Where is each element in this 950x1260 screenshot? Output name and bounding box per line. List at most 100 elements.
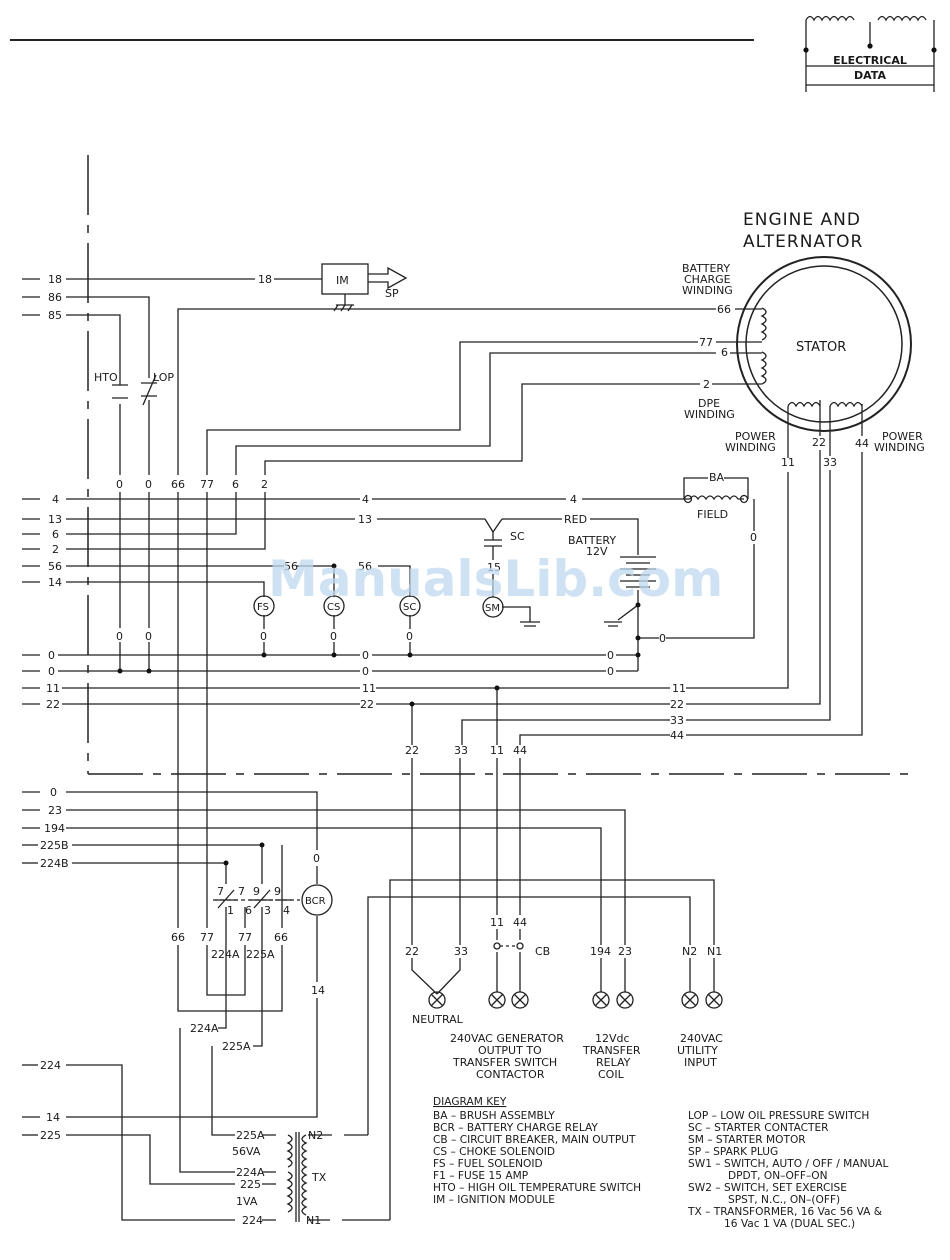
- sp-label: SP: [385, 287, 399, 300]
- wire-number: 11: [781, 456, 795, 469]
- wire-number: 0: [313, 852, 320, 865]
- key-right-item: SW2 – SWITCH, SET EXERCISE: [688, 1182, 847, 1194]
- dpe-winding-label-2: WINDING: [684, 408, 735, 421]
- badge-line1: ELECTRICAL: [833, 54, 907, 67]
- terminal-label: 0: [48, 649, 55, 662]
- terminal-label: 224: [40, 1059, 61, 1072]
- key-right-item: SM – STARTER MOTOR: [688, 1134, 806, 1146]
- wire-number: 0: [607, 665, 614, 678]
- wire-number: 56: [284, 560, 298, 573]
- watermark: ManualsLib.com: [268, 550, 723, 608]
- utility-input-3: INPUT: [684, 1056, 717, 1069]
- wire-number: 0: [145, 630, 152, 643]
- left-terminal-labels: 18 86 85 4 13 6 2 56 14 0 0 11 22 0 23 1…: [22, 273, 69, 1142]
- stator-outer: [736, 256, 912, 432]
- field-label: FIELD: [697, 508, 728, 521]
- terminal-label: 22: [46, 698, 60, 711]
- engine-title-line1: ENGINE AND: [743, 210, 861, 230]
- wire-number: 225A: [246, 948, 275, 961]
- utility-terminal-1: [681, 991, 699, 1009]
- terminal-label: 86: [48, 291, 62, 304]
- wire-number: 6: [245, 904, 252, 917]
- wire-number: N1: [306, 1214, 321, 1227]
- tx-label: TX: [311, 1171, 327, 1184]
- wire-number: 2: [703, 378, 710, 391]
- battery-charge-winding-label-3: WINDING: [682, 284, 733, 297]
- neutral-label: NEUTRAL: [412, 1013, 464, 1026]
- wire-number: 0: [750, 531, 757, 544]
- wire-number: 9: [274, 885, 281, 898]
- gen-output-3: TRANSFER SWITCH: [452, 1056, 557, 1069]
- terminal-label: 0: [50, 786, 57, 799]
- diagram-key-title: DIAGRAM KEY: [433, 1096, 507, 1108]
- wire-number: 224: [242, 1214, 263, 1227]
- utility-terminal-2: [705, 991, 723, 1009]
- wire-number: 33: [670, 714, 684, 727]
- transformer: TX 56VA 1VA: [232, 1132, 327, 1222]
- key-left-item: FS – FUEL SOLENOID: [433, 1158, 543, 1170]
- wire-number: 0: [607, 649, 614, 662]
- wire-number: 4: [283, 904, 290, 917]
- dpe-winding-label-1: DPE: [698, 397, 720, 410]
- power-winding-right-label-2: WINDING: [874, 441, 925, 454]
- brush-right: [739, 494, 749, 504]
- stator-inner: [745, 265, 903, 423]
- wire-number: 0: [406, 630, 413, 643]
- electrical-data-badge: ELECTRICAL DATA: [803, 15, 937, 92]
- wire-number: 66: [274, 931, 288, 944]
- wire-number: 44: [513, 744, 527, 757]
- relay-terminal-1: [592, 991, 610, 1009]
- fs-label: FS: [257, 602, 269, 613]
- sc-coil-label: SC: [403, 602, 416, 613]
- wire-number: 0: [145, 478, 152, 491]
- starter-contactor-coil: SC: [399, 595, 421, 617]
- terminal-label: 6: [52, 528, 59, 541]
- wire-number: 225A: [236, 1129, 265, 1142]
- wire-number: 77: [200, 931, 214, 944]
- va56-label: 56VA: [232, 1145, 261, 1158]
- key-right-item: SC – STARTER CONTACTER: [688, 1122, 829, 1134]
- power-winding-left-label-1: POWER: [735, 430, 776, 443]
- engine-title-line2: ALTERNATOR: [743, 232, 863, 252]
- relay-coil-4: COIL: [598, 1068, 625, 1081]
- wire-number: 77: [699, 336, 713, 349]
- wire-number: 1: [227, 904, 234, 917]
- wire-number: 2: [261, 478, 268, 491]
- wire-number: 0: [330, 630, 337, 643]
- gen-terminal-2: [511, 991, 529, 1009]
- wire-number: 66: [717, 303, 731, 316]
- wire-number: 11: [490, 916, 504, 929]
- wire-number: 33: [823, 456, 837, 469]
- wire-number: 9: [253, 885, 260, 898]
- wire-number-labels: 18 66 77 6 2 66 77 6 2 0 0 0 0 4 4 13 15…: [116, 273, 869, 1227]
- key-left-item: HTO – HIGH OIL TEMPERATURE SWITCH: [433, 1182, 641, 1194]
- gen-output-1: 240VAC GENERATOR: [450, 1032, 564, 1045]
- key-left-item: BCR – BATTERY CHARGE RELAY: [433, 1122, 598, 1134]
- choke-solenoid: CS: [323, 595, 345, 617]
- sc-contact-label: SC: [510, 530, 525, 543]
- lop-switch: LOP: [141, 371, 174, 406]
- key-right-item: SW1 – SWITCH, AUTO / OFF / MANUAL: [688, 1158, 888, 1170]
- utility-input-2: UTILITY: [677, 1044, 718, 1057]
- wire-number: 77: [238, 931, 252, 944]
- wire-number: 6: [232, 478, 239, 491]
- wire-number: 194: [590, 945, 611, 958]
- wire-number: 0: [659, 632, 666, 645]
- wire-number: N1: [707, 945, 722, 958]
- starter-motor: SM: [482, 596, 504, 618]
- key-left-item: BA – BRUSH ASSEMBLY: [433, 1110, 555, 1122]
- terminal-label: 194: [44, 822, 65, 835]
- red-label: RED: [564, 513, 587, 526]
- terminal-label: 225B: [40, 839, 69, 852]
- wire-number: 56: [358, 560, 372, 573]
- stator-label: STATOR: [796, 340, 846, 355]
- power-winding-left-label-2: WINDING: [725, 441, 776, 454]
- terminal-label: 2: [52, 543, 59, 556]
- ba-label: BA: [709, 471, 725, 484]
- junction-dots: [117, 563, 641, 866]
- wire-number: 4: [570, 493, 577, 506]
- terminal-label: 13: [48, 513, 62, 526]
- key-left-item: F1 – FUSE 15 AMP: [433, 1170, 529, 1182]
- cb-label: CB: [535, 945, 550, 958]
- ignition-module: IM SP: [321, 263, 408, 312]
